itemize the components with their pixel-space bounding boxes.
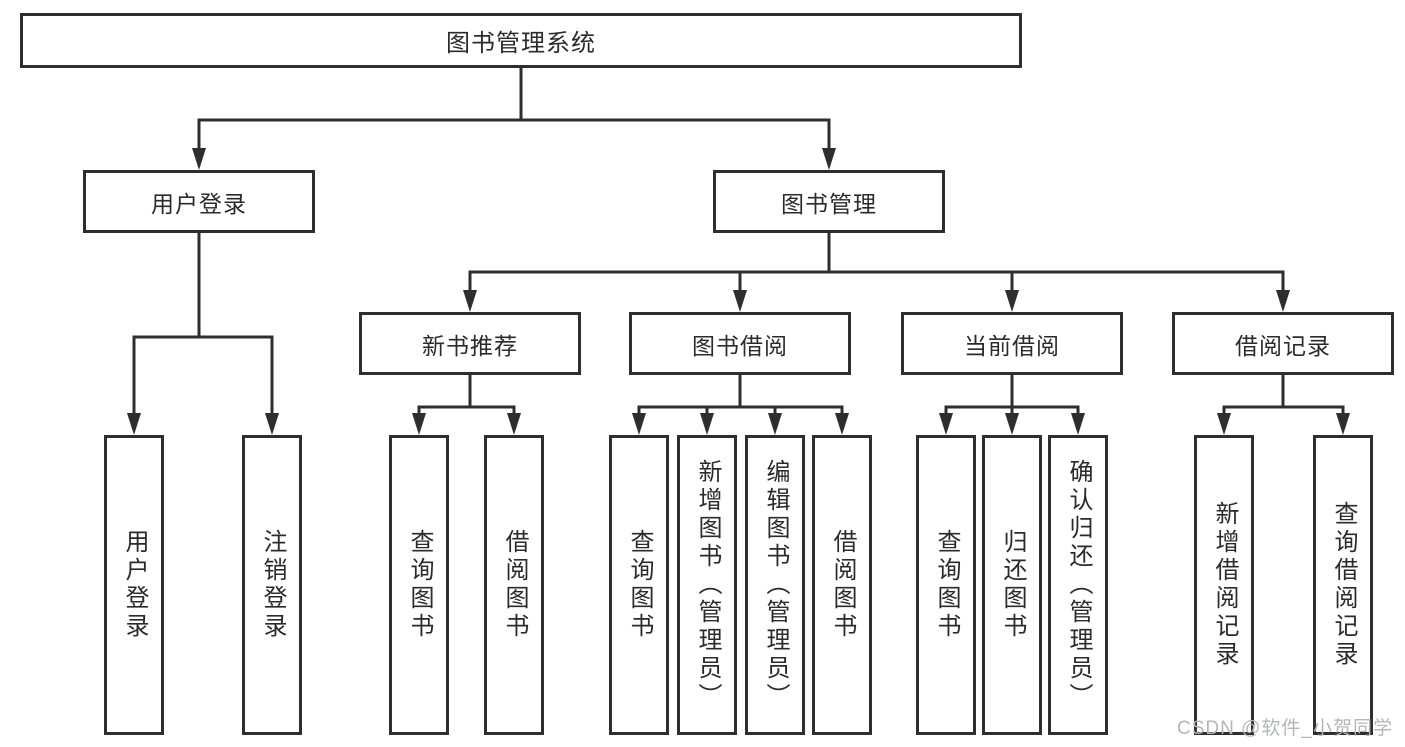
arrowhead-leaf-cb-query xyxy=(939,413,953,435)
node-label: 图书管理 xyxy=(781,190,877,217)
node-label: 确认归还（管理员） xyxy=(1065,459,1092,711)
leaf-user-login: 用户登录 xyxy=(104,435,164,735)
node-label: 当前借阅 xyxy=(964,332,1060,359)
node-label: 查询图书 xyxy=(933,529,960,641)
leaf-query-borrow-record: 查询借阅记录 xyxy=(1313,435,1373,735)
leaf-add-books-admin: 新增图书（管理员） xyxy=(677,435,737,735)
leaf-borrow-books-recommend: 借阅图书 xyxy=(484,435,544,735)
node-label: 编辑图书（管理员） xyxy=(762,459,789,711)
connector-book-management-to-level3 xyxy=(468,232,1285,291)
leaf-query-books-current: 查询图书 xyxy=(916,435,976,735)
connector-current-borrow-to-leaves xyxy=(944,374,1080,414)
node-label: 新增借阅记录 xyxy=(1211,501,1238,669)
arrowhead-leaf-br-add xyxy=(1217,413,1231,435)
arrowhead-leaf-nr-query xyxy=(412,413,426,435)
node-label: 借阅图书 xyxy=(829,529,856,641)
leaf-return-books: 归还图书 xyxy=(982,435,1042,735)
arrowhead-leaf-logout xyxy=(265,413,279,435)
arrowhead-user-login xyxy=(192,148,206,170)
node-current-borrow: 当前借阅 xyxy=(901,312,1123,375)
arrowhead-leaf-cb-confirm xyxy=(1071,413,1085,435)
leaf-confirm-return-admin: 确认归还（管理员） xyxy=(1048,435,1108,735)
node-label: 图书借阅 xyxy=(692,332,788,359)
arrowhead-book-borrow xyxy=(733,290,747,312)
arrowhead-new-book-recommend xyxy=(463,290,477,312)
node-label: 用户登录 xyxy=(151,190,247,217)
node-book-management: 图书管理 xyxy=(713,170,945,233)
arrowhead-leaf-bb-edit xyxy=(768,413,782,435)
arrowhead-leaf-bb-add xyxy=(700,413,714,435)
arrowhead-borrow-records xyxy=(1276,290,1290,312)
arrowhead-leaf-bb-borrow xyxy=(835,413,849,435)
node-label: 查询图书 xyxy=(626,529,653,641)
leaf-logout: 注销登录 xyxy=(242,435,302,735)
arrowhead-book-management xyxy=(822,148,836,170)
arrowhead-leaf-bb-query xyxy=(632,413,646,435)
node-borrow-records: 借阅记录 xyxy=(1172,312,1394,375)
csdn-watermark: CSDN @软件_小贺同学 xyxy=(1177,718,1393,739)
node-label: 借阅图书 xyxy=(501,529,528,641)
arrowhead-leaf-cb-return xyxy=(1005,413,1019,435)
leaf-borrow-books: 借阅图书 xyxy=(812,435,872,735)
node-label: 新增图书（管理员） xyxy=(694,459,721,711)
leaf-query-books-recommend: 查询图书 xyxy=(389,435,449,735)
leaf-edit-books-admin: 编辑图书（管理员） xyxy=(745,435,805,735)
connector-borrow-records-to-leaves xyxy=(1222,374,1345,414)
node-book-borrow: 图书借阅 xyxy=(629,312,851,375)
connector-user-login-to-leaves xyxy=(132,232,274,414)
node-label: 查询借阅记录 xyxy=(1330,501,1357,669)
node-label: 注销登录 xyxy=(259,529,286,641)
connector-root-to-level2 xyxy=(197,67,831,149)
arrowhead-leaf-br-query xyxy=(1336,413,1350,435)
arrowheads xyxy=(127,148,1350,435)
connector-book-borrow-to-leaves xyxy=(637,374,844,414)
connector-new-book-recommend-to-leaves xyxy=(417,374,516,414)
node-label: 图书管理系统 xyxy=(446,30,596,57)
node-library-management-system: 图书管理系统 xyxy=(20,13,1022,68)
arrowhead-current-borrow xyxy=(1005,290,1019,312)
node-label: 用户登录 xyxy=(121,529,148,641)
node-label: 借阅记录 xyxy=(1235,332,1331,359)
leaf-add-borrow-record: 新增借阅记录 xyxy=(1194,435,1254,735)
arrowhead-leaf-user-login xyxy=(127,413,141,435)
node-label: 查询图书 xyxy=(406,529,433,641)
arrowhead-leaf-nr-borrow xyxy=(507,413,521,435)
node-label: 归还图书 xyxy=(999,529,1026,641)
node-label: 新书推荐 xyxy=(422,332,518,359)
leaf-query-books-borrow: 查询图书 xyxy=(609,435,669,735)
node-user-login: 用户登录 xyxy=(83,170,315,233)
node-new-book-recommend: 新书推荐 xyxy=(359,312,581,375)
